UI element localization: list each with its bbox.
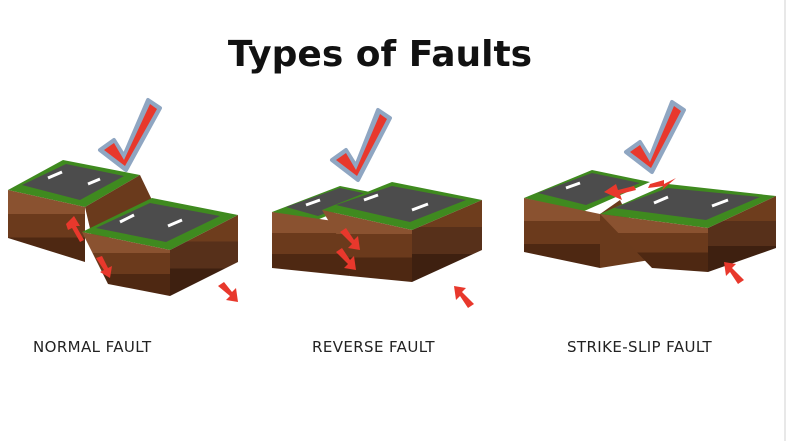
- red-arrow-icon: [336, 248, 356, 270]
- red-arrow-icon: [96, 256, 112, 278]
- frame-edge: [784, 0, 786, 441]
- normal-fault-label: NORMAL FAULT: [33, 338, 152, 356]
- check-mark-icon: [330, 108, 392, 182]
- strike-slip-fault-illustration: [524, 100, 776, 284]
- reverse-fault-illustration: [272, 108, 482, 308]
- strike-slip-fault-label: STRIKE-SLIP FAULT: [567, 338, 713, 356]
- red-arrow-icon: [66, 216, 84, 242]
- red-arrow-icon: [604, 184, 636, 200]
- red-arrow-icon: [724, 262, 744, 284]
- reverse-fault-label: REVERSE FAULT: [312, 338, 435, 356]
- red-arrow-icon: [340, 228, 360, 250]
- reverse-fault-left-block: [272, 186, 380, 276]
- check-mark-icon: [98, 98, 162, 172]
- normal-fault-right-block: [82, 198, 238, 296]
- red-arrow-icon: [454, 286, 474, 308]
- strike-slip-right-block: [600, 184, 776, 272]
- red-arrow-icon: [648, 178, 676, 190]
- check-mark-icon: [624, 100, 686, 174]
- reverse-fault-right-block: [322, 182, 482, 282]
- page-title: Types of Faults: [227, 34, 533, 75]
- normal-fault-illustration: [8, 98, 238, 302]
- red-arrow-icon: [218, 282, 238, 302]
